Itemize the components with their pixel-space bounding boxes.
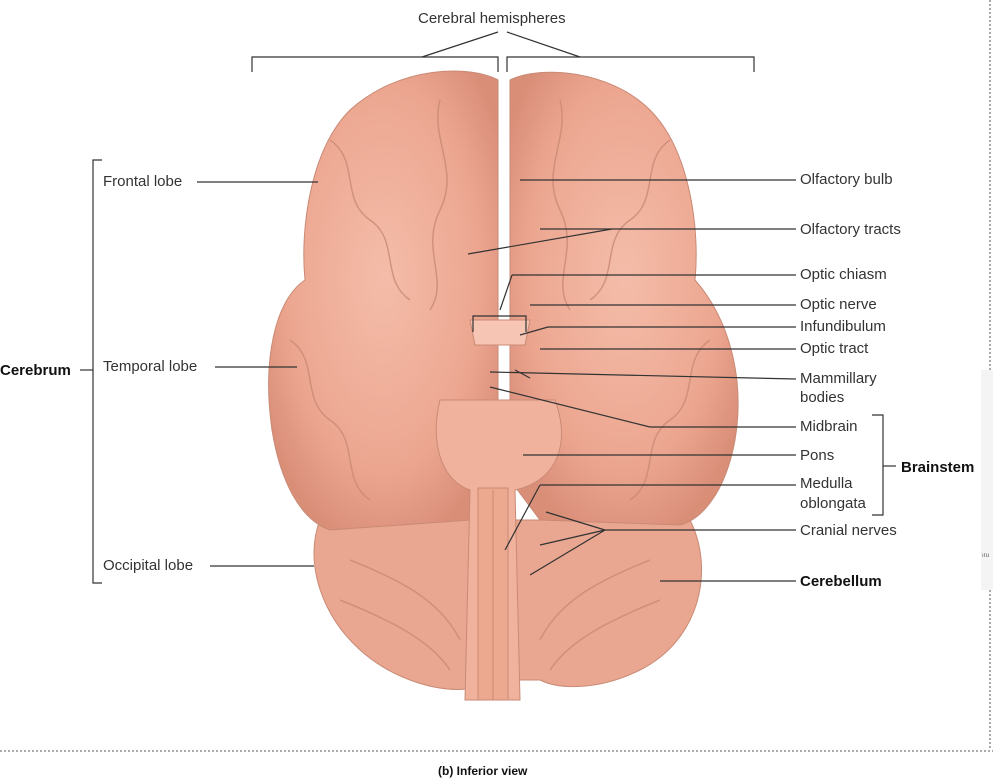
label-occipital-lobe: Occipital lobe	[103, 557, 194, 574]
label-mammillary-line2: bodies	[800, 389, 845, 406]
title-cerebral-hemispheres: Cerebral hemispheres	[418, 10, 566, 27]
label-brainstem: Brainstem	[901, 459, 975, 476]
label-midbrain: Midbrain	[800, 418, 858, 435]
label-optic-nerve: Optic nerve	[800, 296, 877, 313]
label-olfactory-bulb: Olfactory bulb	[800, 171, 893, 188]
label-temporal-lobe: Temporal lobe	[103, 358, 198, 375]
label-infundibulum: Infundibulum	[800, 318, 886, 335]
edge-text-fragment: ıru	[982, 553, 990, 559]
label-cranial-nerves: Cranial nerves	[800, 522, 897, 539]
label-cerebellum: Cerebellum	[800, 573, 882, 590]
figure-caption: (b) Inferior view	[438, 764, 528, 778]
label-optic-tract: Optic tract	[800, 340, 869, 357]
label-medulla-line1: Medulla	[800, 475, 853, 492]
label-medulla-line2: oblongata	[800, 495, 866, 512]
label-olfactory-tracts: Olfactory tracts	[800, 221, 901, 238]
label-frontal-lobe: Frontal lobe	[103, 173, 183, 190]
label-mammillary-line1: Mammillary	[800, 370, 877, 387]
label-pons: Pons	[800, 447, 835, 464]
label-cerebrum: Cerebrum	[0, 362, 71, 379]
label-optic-chiasm: Optic chiasm	[800, 266, 887, 283]
